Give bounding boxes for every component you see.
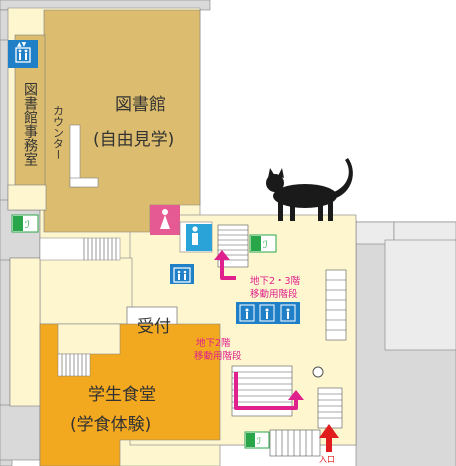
stairs-left <box>39 237 121 261</box>
svg-text:▲▼: ▲▼ <box>17 41 27 48</box>
elevator-bank <box>236 302 300 324</box>
stairs-b2-sublabel: 移動用階段 <box>194 350 242 362</box>
library-label: 図書館 <box>115 95 166 115</box>
library-sublabel: (自由見学) <box>93 130 174 150</box>
pillar <box>312 366 324 378</box>
svg-text:ℐ: ℐ <box>25 220 30 231</box>
stairs-b2-b3-sublabel: 移動用階段 <box>250 288 298 300</box>
cat-silhouette <box>266 158 353 221</box>
counter-label: カウンター <box>52 105 65 160</box>
route-arrow-b2 <box>234 372 298 410</box>
cafeteria-label: 学生食堂 <box>88 385 156 405</box>
counter <box>69 124 81 188</box>
stairs-b2-label: 地下2階 <box>196 337 231 349</box>
stairs-b2-b3-label: 地下2・3階 <box>250 275 301 287</box>
reception-label: 受付 <box>137 317 171 337</box>
cafeteria-sublabel: (学食体験) <box>70 415 151 435</box>
entrance-arrow <box>319 424 339 452</box>
svg-text:ℐ: ℐ <box>263 240 268 251</box>
elevator-icon <box>8 40 38 68</box>
wall-bottom-left <box>0 404 41 461</box>
entrance-label: 入口 <box>319 455 335 464</box>
male-restroom-icon <box>186 224 212 251</box>
library-room <box>43 9 201 233</box>
library-office-label: 図書館事務室 <box>22 82 38 166</box>
svg-text:ℐ: ℐ <box>257 437 261 447</box>
route-arrow-b2-b3 <box>220 258 236 280</box>
